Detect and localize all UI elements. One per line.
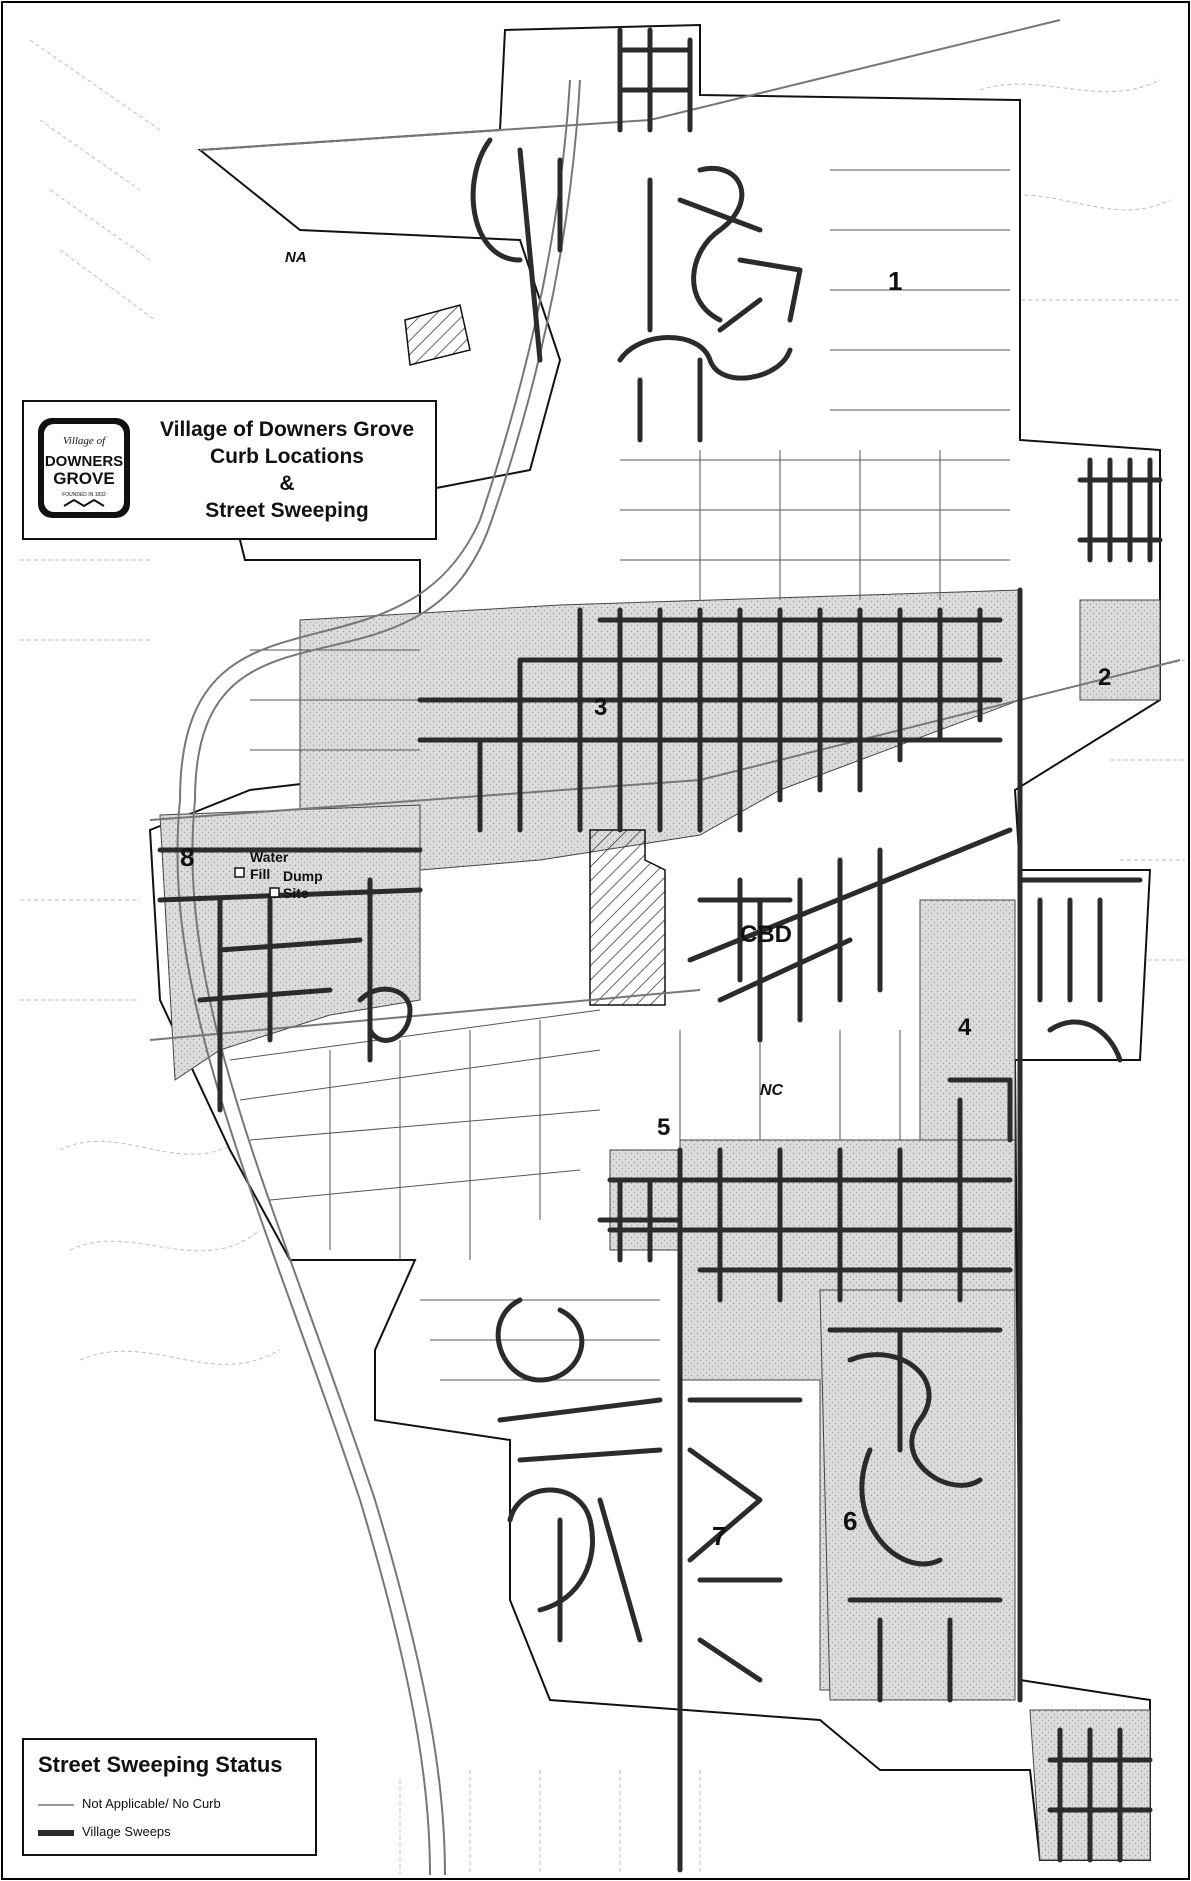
logo-name-2: GROVE: [53, 469, 114, 488]
title-line-1: Village of Downers Grove: [159, 418, 415, 441]
water-fill-label-1: Water: [250, 849, 289, 865]
title-line-2: Curb Locations: [209, 445, 364, 468]
map-title: Village of Downers Grove Curb Locations …: [142, 416, 432, 524]
district-6-label: 6: [843, 1506, 857, 1536]
dump-site-label-1: Dump: [283, 868, 323, 884]
title-box: Village of DOWNERS GROVE FOUNDED IN 1832…: [22, 400, 437, 540]
nc-area-label: NC: [760, 1082, 784, 1099]
district-1-label: 1: [888, 266, 902, 296]
legend-item-village-sweeps: Village Sweeps: [38, 1824, 171, 1839]
legend: Street Sweeping Status Not Applicable/ N…: [22, 1738, 317, 1856]
legend-item-no-curb: Not Applicable/ No Curb: [38, 1796, 221, 1811]
water-fill-label-2: Fill: [250, 866, 270, 882]
na-area-label: NA: [285, 249, 307, 266]
dump-site-label-2: Site: [283, 885, 309, 901]
logo-tagline: FOUNDED IN 1832: [62, 492, 106, 498]
logo-top-text: Village of: [63, 435, 107, 447]
hatched-area-north: [404, 304, 471, 366]
legend-title: Street Sweeping Status: [38, 1752, 283, 1777]
district-2-shade: [1079, 599, 1161, 701]
title-line-4: Street Sweeping: [205, 499, 369, 522]
highway-355: [176, 79, 571, 1876]
thick-line-swatch: [38, 1829, 74, 1836]
hatched-area-central: [589, 829, 666, 1006]
district-2-label: 2: [1098, 664, 1111, 691]
legend-label-village-sweeps: Village Sweeps: [82, 1824, 171, 1839]
thin-line-swatch: [38, 1804, 74, 1806]
thin-streets: [229, 169, 1010, 1381]
legend-label-no-curb: Not Applicable/ No Curb: [82, 1796, 221, 1811]
title-line-3: &: [279, 472, 295, 495]
water-fill-marker: [234, 867, 245, 878]
dump-site-marker: [269, 887, 280, 898]
district-8-label: 8: [180, 842, 194, 872]
highway-355b: [191, 79, 581, 1876]
cbd-area-label: CBD: [740, 921, 792, 948]
sweep-streets: [157, 27, 1163, 1873]
district-5-label: 5: [657, 1114, 670, 1141]
village-logo: Village of DOWNERS GROVE FOUNDED IN 1832: [38, 418, 130, 518]
logo-name-1: DOWNERS: [45, 453, 123, 470]
district-7-label: 7: [712, 1521, 726, 1551]
district-4-label: 4: [958, 1014, 972, 1041]
district-6b-shade: [819, 1289, 1016, 1701]
district-3-label: 3: [594, 694, 607, 721]
